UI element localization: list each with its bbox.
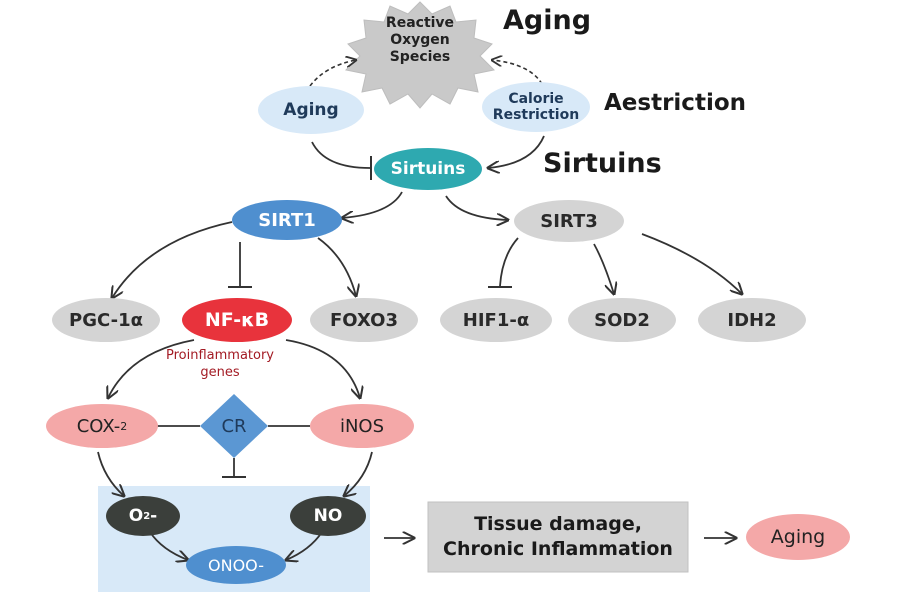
cr-diamond [200, 394, 268, 458]
node-calorie-restriction: Calorie Restriction [482, 82, 590, 132]
edge-calorie-ros [492, 60, 543, 85]
heading-sirtuins: Sirtuins [543, 148, 662, 179]
node-no: NO [290, 496, 366, 536]
edge-sirtuins-sirt1 [342, 191, 403, 218]
edge-nfkb-cox [108, 339, 195, 398]
tissue-damage-box [427, 501, 689, 573]
node-aging-top: Aging [258, 86, 364, 134]
node-inos: iNOS [310, 404, 414, 448]
edge-sirt3-idh2 [641, 233, 742, 294]
edge-calorie-sirtuins [488, 135, 545, 168]
o2-label: O [128, 506, 144, 526]
edge-sirt3-sod2 [593, 243, 614, 294]
node-tissue-damage: Tissue damage, Chronic Inflammation [443, 513, 673, 560]
o2-subscript: 2 [143, 510, 151, 522]
label-proinflammatory: Proinflammatory genes [165, 348, 274, 380]
node-nfkb: NF-κB [182, 298, 292, 342]
node-aging-final: Aging [746, 514, 850, 560]
node-pgc1a: PGC-1α [52, 298, 160, 342]
ros-starburst [344, 1, 496, 109]
node-idh2: IDH2 [698, 298, 806, 342]
edge-sirt3-hif [499, 237, 519, 287]
node-cr: CR [221, 415, 247, 437]
node-sod2: SOD2 [568, 298, 676, 342]
edge-sirt1-pgc [112, 221, 233, 298]
ros-label: Reactive Oxygen Species [385, 14, 455, 65]
edge-aging-sirtuins [311, 141, 371, 169]
o2-suffix: - [150, 506, 158, 526]
node-sirtuins: Sirtuins [374, 148, 482, 190]
edge-sirtuins-sirt3 [445, 195, 508, 220]
node-cox2: COX-2 [46, 404, 158, 448]
node-sirt3: SIRT3 [514, 200, 624, 242]
edge-inos-no [344, 451, 373, 496]
heading-aging: Aging [503, 5, 592, 36]
edge-aging-ros [309, 60, 356, 87]
heading-aestriction: Aestriction [604, 90, 746, 116]
cox-label: COX- [76, 415, 121, 437]
node-sirt1: SIRT1 [232, 200, 342, 240]
edge-sirt1-foxo3 [317, 237, 356, 296]
cox-subscript: 2 [120, 419, 128, 433]
edge-cox-o2 [97, 451, 124, 496]
node-onoo: ONOO- [186, 546, 286, 584]
node-hif1a: HIF1-α [440, 298, 552, 342]
edge-nfkb-inos [285, 339, 360, 398]
node-foxo3: FOXO3 [310, 298, 418, 342]
